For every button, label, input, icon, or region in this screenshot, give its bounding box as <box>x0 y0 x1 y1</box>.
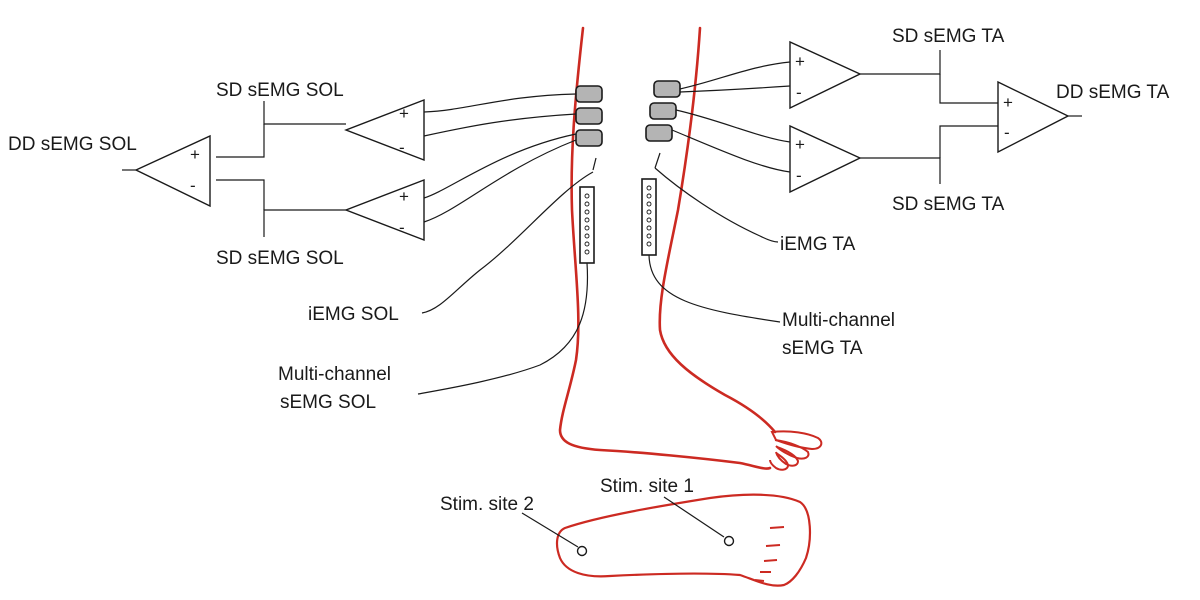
ta-multichannel-array <box>641 178 657 256</box>
sol-electrode-1 <box>575 85 603 103</box>
amp-plus-sign: + <box>399 104 409 123</box>
amp-minus-sign: - <box>399 218 405 237</box>
amp-minus-sign: - <box>796 166 802 185</box>
labels: DD sEMG SOL SD sEMG SOL SD sEMG SOL iEMG… <box>8 26 1170 515</box>
ta-wires <box>648 50 1082 323</box>
toes <box>769 430 823 471</box>
ta-electrode-2 <box>649 102 677 120</box>
amp-minus-sign: - <box>796 83 802 102</box>
stim-site-2-marker <box>576 545 588 557</box>
sol-electrode-2 <box>575 107 603 125</box>
sole-toe-marks <box>754 526 785 582</box>
foot-sole <box>555 493 812 587</box>
dd-sol-amplifier: + - <box>134 134 211 208</box>
leg-posterior-contour <box>558 26 772 470</box>
amp-minus-sign: - <box>399 138 405 157</box>
iemg-sol-needle <box>592 157 597 171</box>
stim-sites <box>521 496 735 557</box>
sd-ta-amplifier-top: + - <box>789 40 862 110</box>
label-dd-semg-sol: DD sEMG SOL <box>8 134 137 155</box>
sole-outline <box>555 493 812 587</box>
amp-minus-sign: - <box>190 176 196 195</box>
label-multichannel-ta-line2: sEMG TA <box>782 338 863 359</box>
label-sd-semg-ta-bottom: SD sEMG TA <box>892 194 1005 215</box>
label-iemg-ta: iEMG TA <box>780 234 856 255</box>
leg-anterior-contour <box>658 26 777 434</box>
amp-plus-sign: + <box>399 187 409 206</box>
label-sd-semg-ta-top: SD sEMG TA <box>892 26 1005 47</box>
leg-outline <box>558 26 823 471</box>
label-iemg-sol: iEMG SOL <box>308 304 399 325</box>
label-sd-semg-sol-top: SD sEMG SOL <box>216 80 344 101</box>
label-sd-semg-sol-bottom: SD sEMG SOL <box>216 248 344 269</box>
label-multichannel-sol-line1: Multi-channel <box>278 364 391 385</box>
amp-plus-sign: + <box>795 135 805 154</box>
iemg-ta-needle <box>654 152 661 169</box>
label-stim-site-1: Stim. site 1 <box>600 476 694 497</box>
sol-surface-electrodes <box>575 85 603 147</box>
dd-ta-amplifier: + - <box>997 80 1070 154</box>
sol-electrode-3 <box>575 129 603 147</box>
ta-electrode-1 <box>653 80 681 98</box>
amp-minus-sign: - <box>1004 123 1010 142</box>
sol-wires <box>122 93 594 395</box>
sd-sol-amplifier-bottom: + - <box>344 178 425 242</box>
sol-multichannel-array <box>579 186 595 264</box>
sd-ta-amplifier-bottom: + - <box>789 124 862 194</box>
amp-plus-sign: + <box>190 145 200 164</box>
label-multichannel-ta-line1: Multi-channel <box>782 310 895 331</box>
label-multichannel-sol-line2: sEMG SOL <box>280 392 376 413</box>
label-dd-semg-ta: DD sEMG TA <box>1056 82 1170 103</box>
label-stim-site-2: Stim. site 2 <box>440 494 534 515</box>
amp-plus-sign: + <box>795 52 805 71</box>
ta-electrode-3 <box>645 124 673 142</box>
sd-sol-amplifier-top: + - <box>344 98 425 162</box>
stim-site-1-marker <box>723 535 735 547</box>
ta-surface-electrodes <box>645 80 681 142</box>
amp-plus-sign: + <box>1003 93 1013 112</box>
